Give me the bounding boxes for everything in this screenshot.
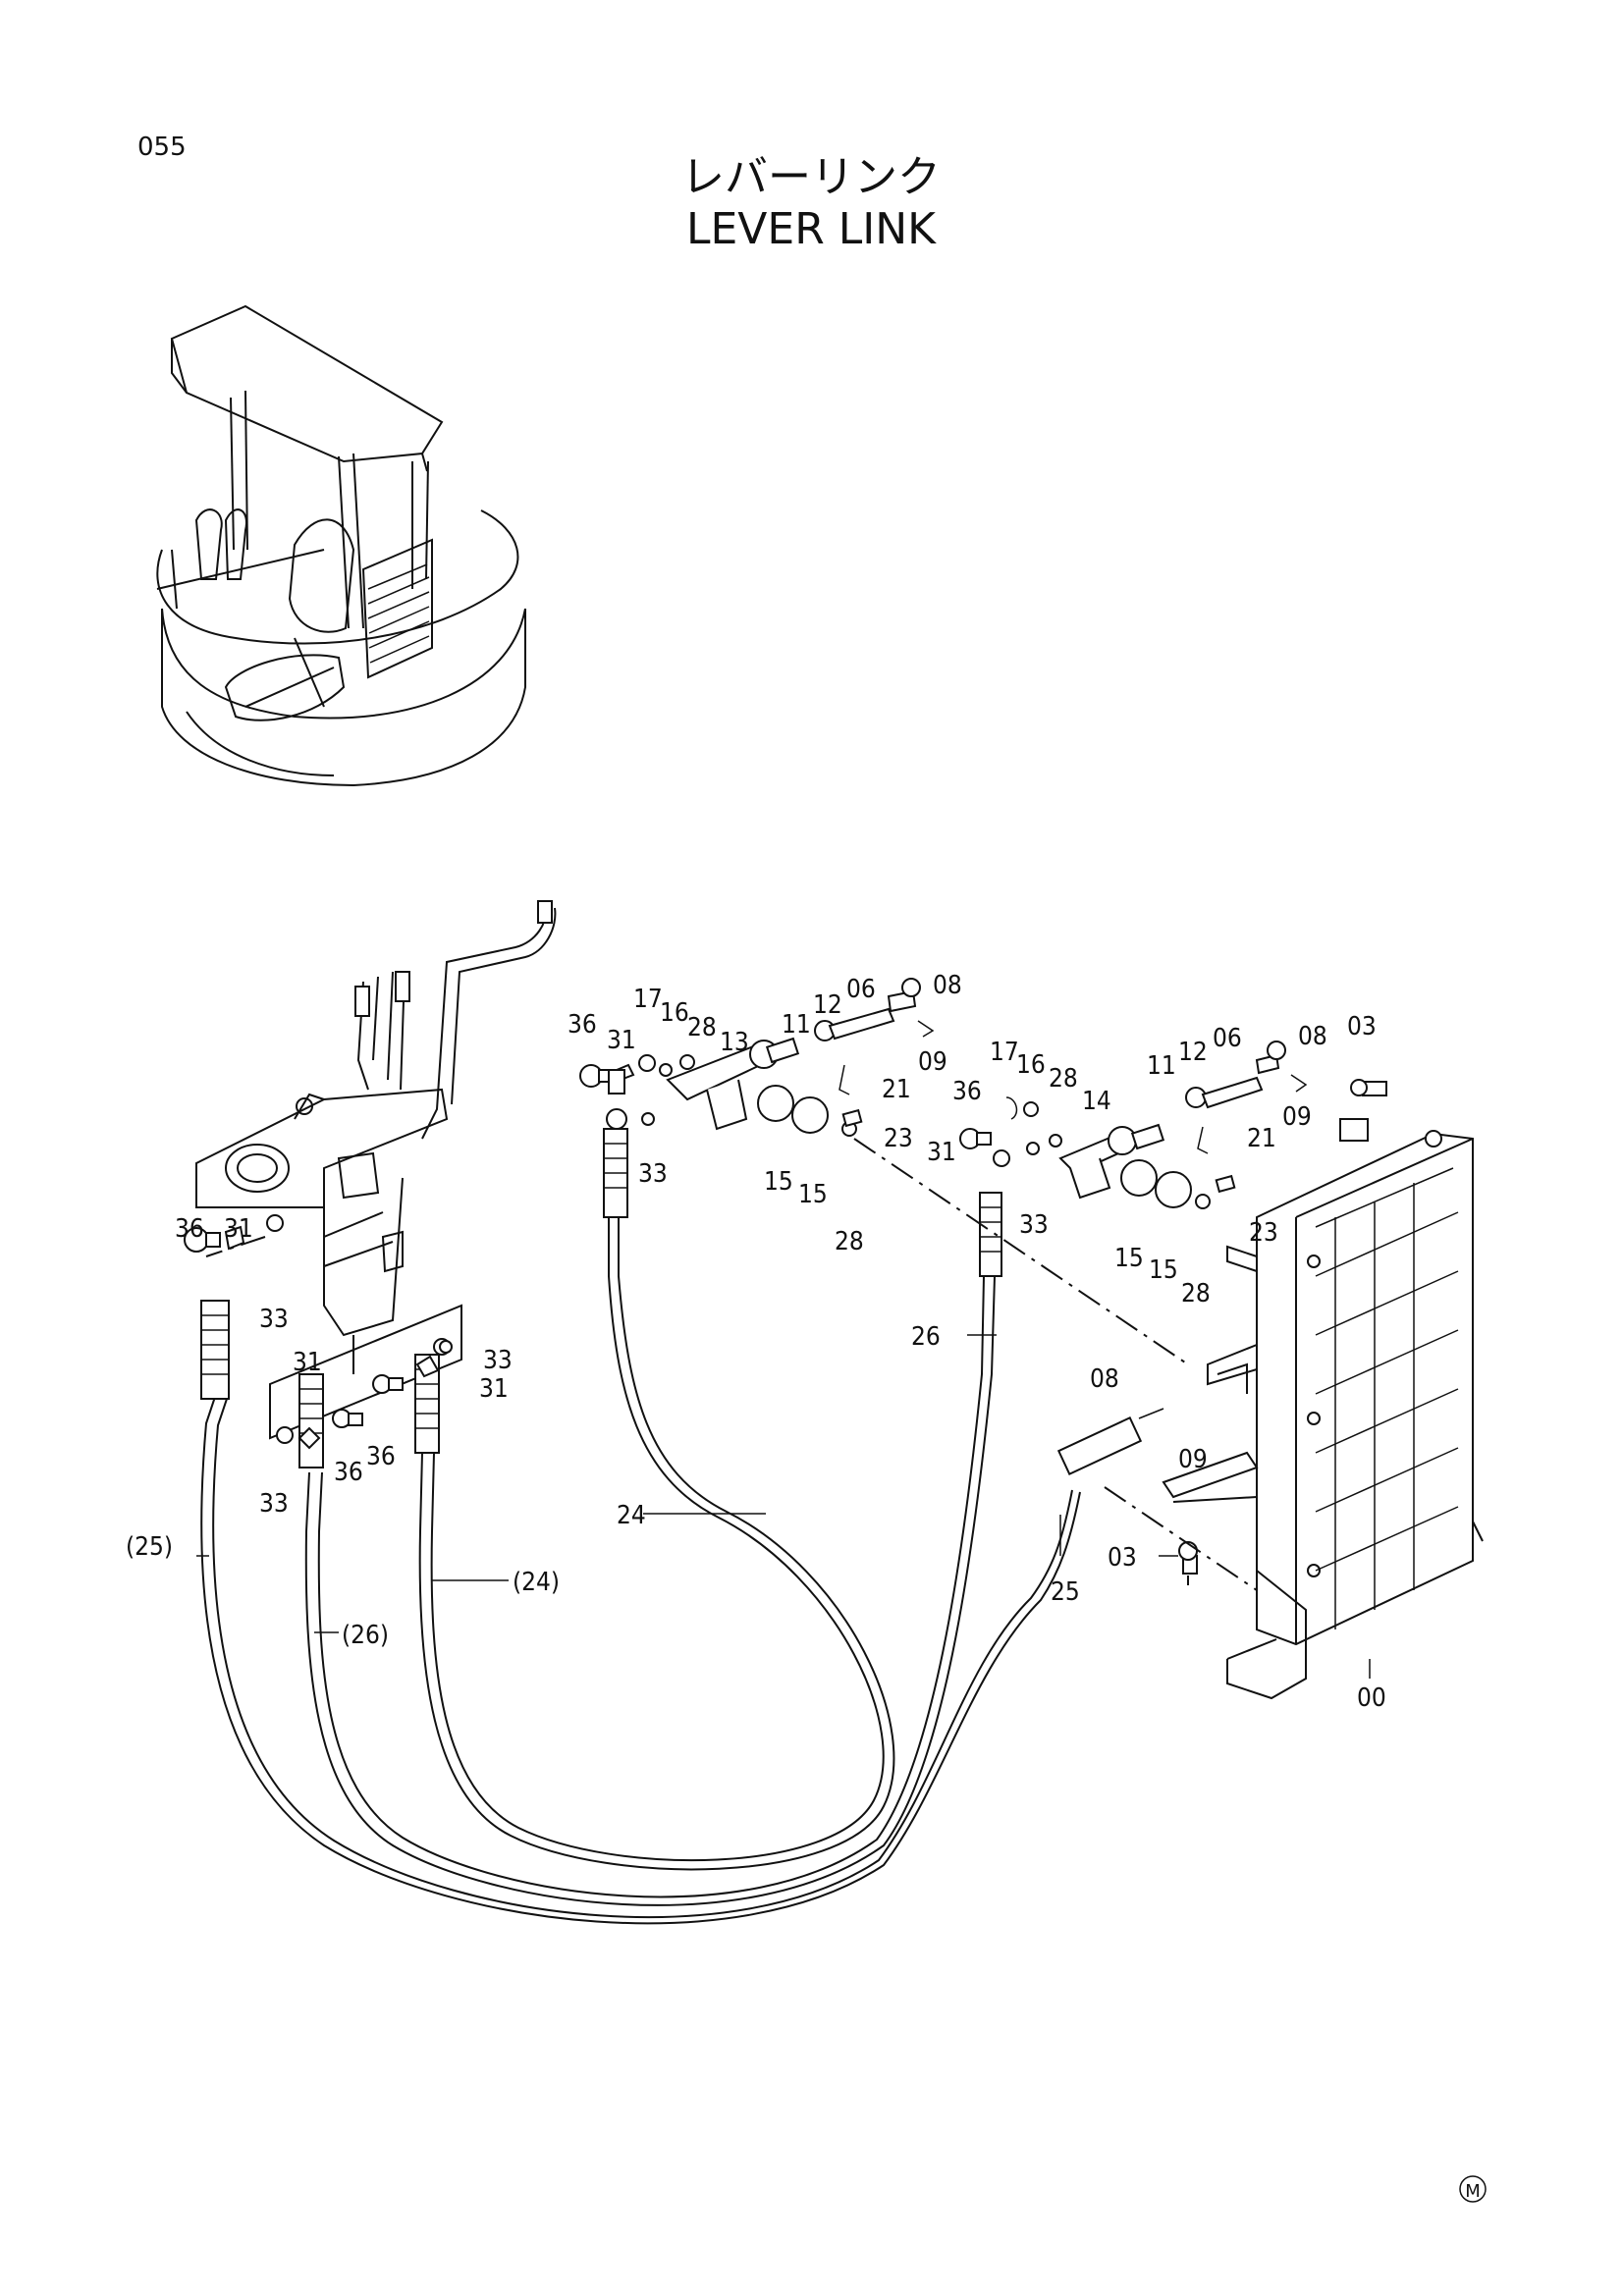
callout-15c: 15 bbox=[1114, 1244, 1144, 1273]
callout-36b: 36 bbox=[952, 1077, 982, 1106]
callout-24: 24 bbox=[617, 1501, 646, 1530]
callout-33e: 33 bbox=[259, 1489, 289, 1519]
callout-09: 09 bbox=[918, 1047, 947, 1077]
page-number: 055 bbox=[137, 133, 187, 162]
callout-33: 33 bbox=[638, 1159, 668, 1189]
callout-12b: 12 bbox=[1178, 1038, 1208, 1067]
callout-17: 17 bbox=[633, 985, 663, 1014]
callout-36: 36 bbox=[568, 1010, 597, 1040]
callout-labels: 36 31 17 16 28 13 11 12 06 08 09 21 23 3… bbox=[126, 971, 1386, 1713]
svg-text:M: M bbox=[1465, 2181, 1481, 2202]
callout-15b: 15 bbox=[798, 1180, 828, 1209]
callout-26: 26 bbox=[911, 1322, 941, 1352]
callout-23: 23 bbox=[884, 1124, 913, 1153]
callout-09b: 09 bbox=[1282, 1102, 1312, 1132]
callout-13: 13 bbox=[720, 1028, 749, 1057]
callout-36e: 36 bbox=[366, 1442, 396, 1471]
callout-36c: 36 bbox=[175, 1214, 204, 1244]
callout-28d: 28 bbox=[1181, 1279, 1211, 1308]
title-japanese: レバーリンク bbox=[681, 152, 941, 202]
link-parts-group-b bbox=[959, 1041, 1387, 1209]
callout-25-paren: (25) bbox=[126, 1532, 173, 1562]
callout-15d: 15 bbox=[1149, 1255, 1178, 1285]
link-parts-group-a bbox=[579, 978, 935, 1137]
callout-06b: 06 bbox=[1213, 1024, 1242, 1053]
callout-11b: 11 bbox=[1147, 1051, 1176, 1081]
callout-28: 28 bbox=[687, 1013, 717, 1042]
callout-33d: 33 bbox=[483, 1346, 513, 1375]
callout-23b: 23 bbox=[1249, 1218, 1278, 1248]
callout-31: 31 bbox=[607, 1026, 636, 1055]
callout-33c: 33 bbox=[259, 1305, 289, 1334]
callout-15: 15 bbox=[764, 1167, 793, 1197]
control-cables bbox=[200, 1128, 1164, 1925]
callout-33b: 33 bbox=[1019, 1210, 1049, 1240]
callout-28b: 28 bbox=[835, 1227, 864, 1256]
callout-08b: 08 bbox=[1298, 1022, 1327, 1051]
callout-16: 16 bbox=[660, 998, 689, 1028]
callout-26-paren: (26) bbox=[342, 1621, 389, 1650]
callout-24-paren: (24) bbox=[513, 1568, 560, 1597]
lever-stand-loose-parts bbox=[184, 1214, 453, 1450]
callout-16b: 16 bbox=[1016, 1050, 1046, 1080]
footer-circled-mark: M bbox=[1459, 2175, 1487, 2203]
excavator-overview-illustration bbox=[156, 304, 526, 787]
control-valve-assembly bbox=[1162, 1118, 1484, 1700]
callout-17b: 17 bbox=[990, 1038, 1019, 1067]
leader-lines bbox=[196, 1334, 1371, 1679]
title-english: LEVER LINK bbox=[686, 204, 937, 254]
callout-31b: 31 bbox=[927, 1138, 956, 1167]
callout-14: 14 bbox=[1082, 1087, 1111, 1116]
lever-stand-assembly bbox=[195, 900, 557, 1440]
callout-31c: 31 bbox=[224, 1214, 253, 1244]
callout-08: 08 bbox=[933, 971, 962, 1000]
callout-25: 25 bbox=[1051, 1577, 1080, 1607]
callout-31d: 31 bbox=[293, 1348, 322, 1377]
callout-03: 03 bbox=[1347, 1012, 1377, 1041]
callout-12: 12 bbox=[813, 990, 842, 1020]
callout-36d: 36 bbox=[334, 1458, 363, 1487]
callout-08c: 08 bbox=[1090, 1364, 1119, 1394]
callout-06: 06 bbox=[846, 975, 876, 1004]
alignment-lines bbox=[205, 1138, 1258, 1591]
callout-00: 00 bbox=[1357, 1683, 1386, 1713]
callout-28c: 28 bbox=[1049, 1064, 1078, 1094]
callout-31e: 31 bbox=[479, 1374, 509, 1404]
callout-09c: 09 bbox=[1178, 1445, 1208, 1474]
callout-03b: 03 bbox=[1108, 1543, 1137, 1573]
callout-11: 11 bbox=[782, 1010, 811, 1040]
callout-21b: 21 bbox=[1247, 1124, 1276, 1153]
callout-21: 21 bbox=[882, 1075, 911, 1104]
